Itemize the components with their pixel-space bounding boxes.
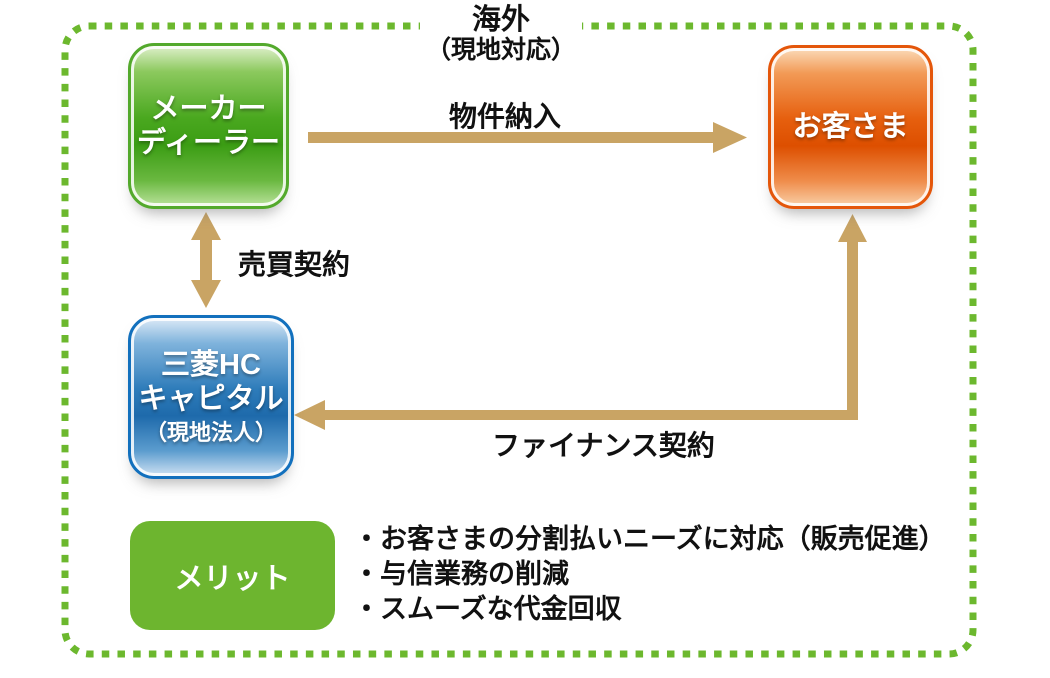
merit-item: ・スムーズな代金回収 [353,594,622,624]
delivery-arrow [308,122,747,153]
delivery-arrow-label: 物件納入 [448,101,561,132]
merit-item: ・お客さまの分割払いニーズに対応（販売促進） [353,524,946,554]
merit-title-label: メリット [174,562,291,595]
node-maker-dealer: メーカー ディーラー [128,43,289,209]
merit-item: ・与信業務の削減 [353,559,569,589]
node-customer-label: お客さま [792,110,909,143]
node-customer: お客さま [768,45,933,209]
finance-contract-arrow [294,214,867,430]
overseas-region-title: 海外 [471,4,530,36]
sales-contract-arrow [191,212,221,308]
node-maker-dealer-label-line1: メーカー [150,92,267,125]
overseas-region-label: 海外 （現地対応） [420,4,582,65]
node-mhc-capital: 三菱HC キャピタル （現地法人） [128,315,294,479]
merit-title-box: メリット [130,521,335,630]
merit-list: ・お客さまの分割払いニーズに対応（販売促進） ・与信業務の削減 ・スムーズな代金… [353,522,946,627]
node-mhc-capital-label-line1: 三菱HC [161,348,261,381]
finance-contract-arrow-label: ファイナンス契約 [492,430,715,461]
node-maker-dealer-label-line2: ディーラー [137,127,280,159]
node-mhc-capital-label-line3: （現地法人） [144,420,277,446]
sales-contract-arrow-label: 売買契約 [238,249,351,280]
overseas-region-subtitle: （現地対応） [426,36,577,65]
node-mhc-capital-label-line2: キャピタル [138,383,284,416]
